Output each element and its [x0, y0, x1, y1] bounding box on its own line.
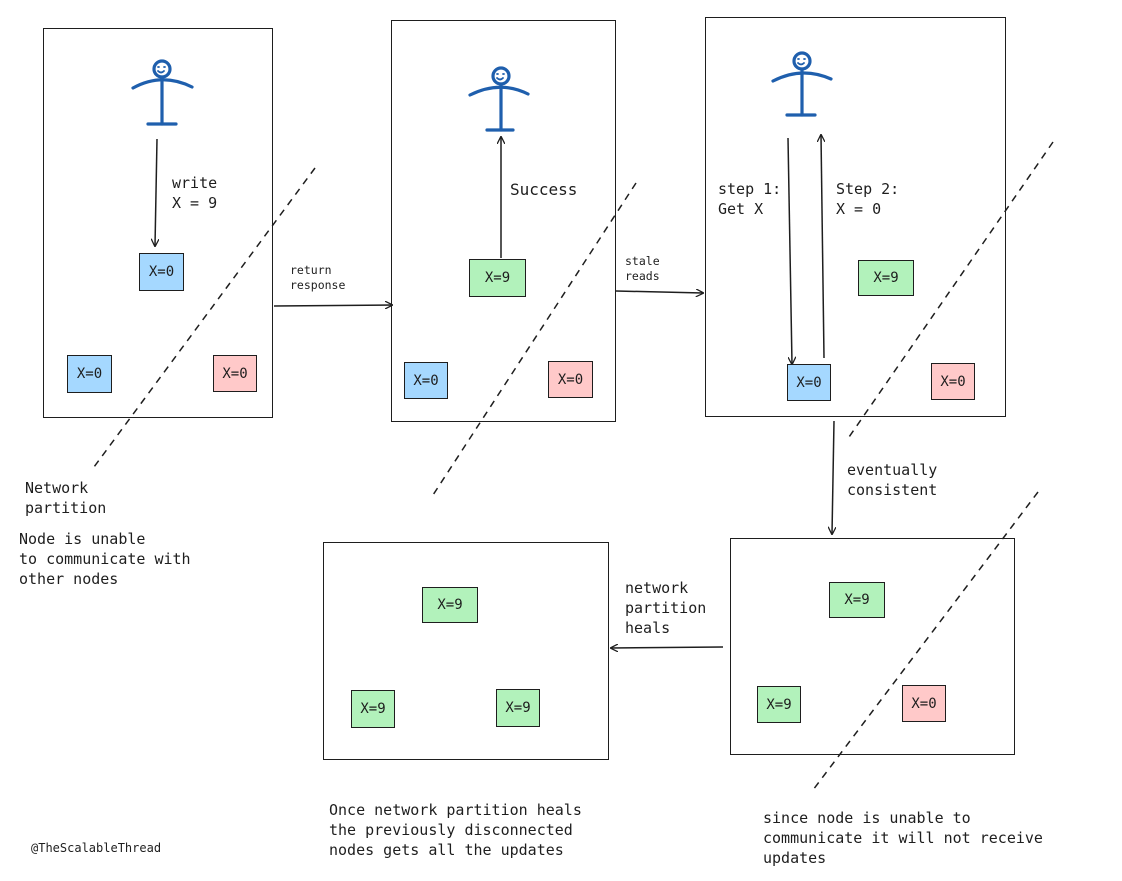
label-node-unable: Node is unable to communicate with other… [19, 530, 191, 588]
panel-healed [323, 542, 609, 760]
partition-line-4 [812, 491, 1039, 791]
node-p4-top: X=9 [829, 582, 885, 618]
panel-success [391, 20, 616, 422]
node-p4-right: X=0 [902, 685, 946, 722]
label-write: write X = 9 [172, 174, 218, 212]
user-figure-3 [771, 51, 833, 117]
partition-line-3 [846, 141, 1054, 441]
label-step1: step 1: Get X [718, 180, 782, 218]
label-eventually-consistent: eventually consistent [847, 461, 938, 499]
arrow-partition-heals [611, 647, 724, 648]
node-p4-left: X=9 [757, 686, 801, 723]
label-once-heals: Once network partition heals the previou… [329, 801, 582, 859]
node-p2-center: X=9 [469, 259, 526, 297]
label-return-response: return response [290, 263, 346, 292]
node-p1-left: X=0 [67, 355, 112, 393]
arrow-stale-reads [615, 291, 703, 293]
arrow-eventually-consistent [832, 420, 834, 534]
label-since-node: since node is unable to communicate it w… [763, 809, 1043, 867]
user-figure-1 [131, 59, 194, 126]
panel-stale-read [705, 17, 1006, 417]
arrow-step1-get [787, 137, 792, 364]
label-step2: Step 2: X = 0 [836, 180, 900, 218]
node-p1-right: X=0 [213, 355, 257, 392]
label-network-partition-heals: network partition heals [625, 579, 707, 637]
arrow-write [155, 138, 157, 246]
node-p3-right: X=0 [931, 363, 975, 400]
label-stale-reads: stale reads [625, 254, 660, 283]
arrow-step2-response [821, 135, 824, 359]
node-p1-center: X=0 [139, 253, 184, 291]
node-p3-center: X=0 [787, 364, 831, 401]
panel-write [43, 28, 273, 418]
partition-line-1 [93, 167, 316, 468]
credit-text: @TheScalableThread [31, 841, 162, 855]
label-network-partition: Network partition [25, 479, 107, 517]
node-p2-left: X=0 [404, 362, 448, 399]
node-p3-right-top: X=9 [858, 260, 914, 296]
partition-line-2 [432, 182, 637, 496]
node-p5-top: X=9 [422, 587, 478, 623]
label-success: Success [510, 180, 578, 199]
node-p5-right: X=9 [496, 689, 540, 727]
user-figure-2 [468, 66, 530, 132]
node-p5-left: X=9 [351, 690, 395, 728]
node-p2-right: X=0 [548, 361, 593, 398]
arrow-return-response [273, 305, 392, 306]
panel-eventually-consistent [730, 538, 1015, 755]
